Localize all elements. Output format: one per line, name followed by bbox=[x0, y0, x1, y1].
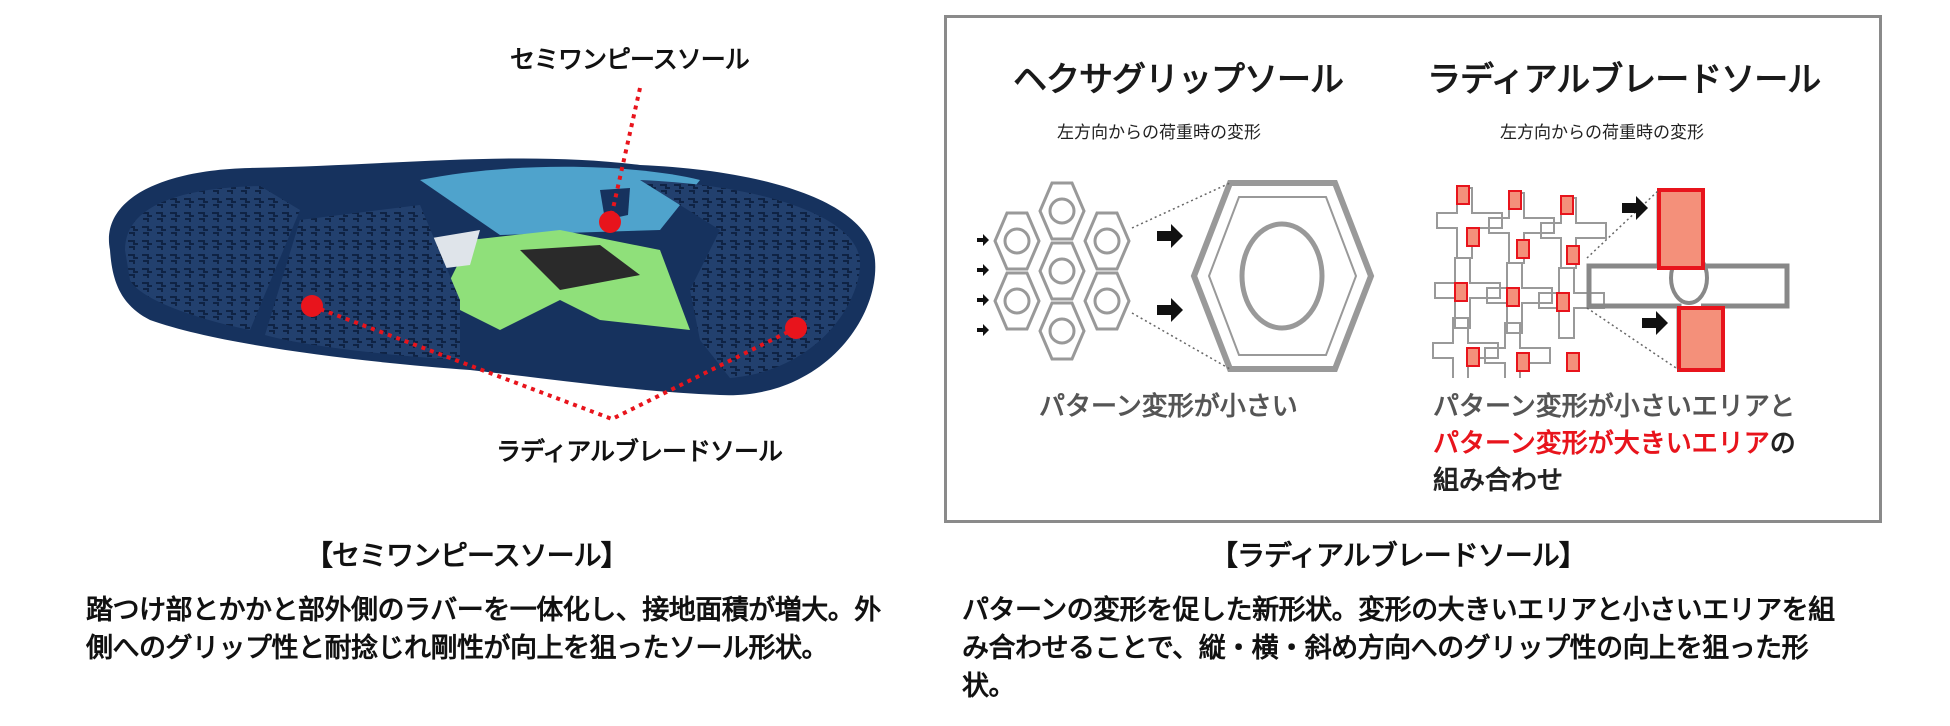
large-deform-area-top bbox=[1657, 188, 1705, 270]
red-callout-dots bbox=[301, 211, 807, 339]
radial-blade-caption-line3: 組み合わせ bbox=[1433, 466, 1564, 496]
radial-blade-deformation-diagram bbox=[1432, 185, 1790, 378]
radial-blade-section-title: 【ラディアルブレードソール】 bbox=[1210, 539, 1587, 572]
load-arrows bbox=[977, 224, 1183, 336]
callout-semi-one-piece-sole: セミワンピースソール bbox=[510, 45, 750, 74]
radial-blade-caption-line1: パターン変形が小さいエリアと bbox=[1433, 392, 1796, 422]
load-arrows bbox=[1622, 196, 1668, 335]
radial-blade-description: パターンの変形を促した新形状。変形の大きいエリアと小さいエリアを組み合わせること… bbox=[962, 595, 1835, 702]
semi-one-piece-description: 踏つけ部とかかと部外側のラバーを一体化し、接地面積が増大。外側へのグリップ性と耐… bbox=[86, 595, 881, 664]
blade-pattern bbox=[1432, 187, 1607, 378]
large-deform-area-bottom bbox=[1677, 306, 1725, 372]
shoe-sole-illustration bbox=[108, 87, 876, 421]
hexa-grip-subtitle: 左方向からの荷重時の変形 bbox=[1057, 123, 1261, 143]
radial-blade-caption-line2: パターン変形が大きいエリアの bbox=[1433, 423, 1796, 460]
radial-blade-subtitle: 左方向からの荷重時の変形 bbox=[1500, 123, 1704, 143]
hex-cluster bbox=[993, 181, 1131, 361]
caption-suffix: の bbox=[1769, 429, 1796, 459]
sole-comparison-panel: ヘクサグリップソール 左方向からの荷重時の変形 ラディアルブレードソール 左方向… bbox=[944, 15, 1882, 523]
large-deformation-highlight: パターン変形が大きいエリア bbox=[1433, 429, 1770, 459]
hexa-grip-title: ヘクサグリップソール bbox=[1013, 60, 1344, 100]
semi-one-piece-section-title: 【セミワンピースソール】 bbox=[305, 539, 629, 572]
hexa-grip-caption: パターン変形が小さい bbox=[1039, 392, 1298, 422]
callout-radial-blade-sole: ラディアルブレードソール bbox=[496, 437, 783, 466]
red-dotted-callout-lines bbox=[311, 87, 797, 421]
hexagon-deformation-diagram bbox=[977, 180, 1375, 372]
hex-large bbox=[1190, 180, 1375, 372]
radial-blade-title: ラディアルブレードソール bbox=[1427, 60, 1821, 100]
